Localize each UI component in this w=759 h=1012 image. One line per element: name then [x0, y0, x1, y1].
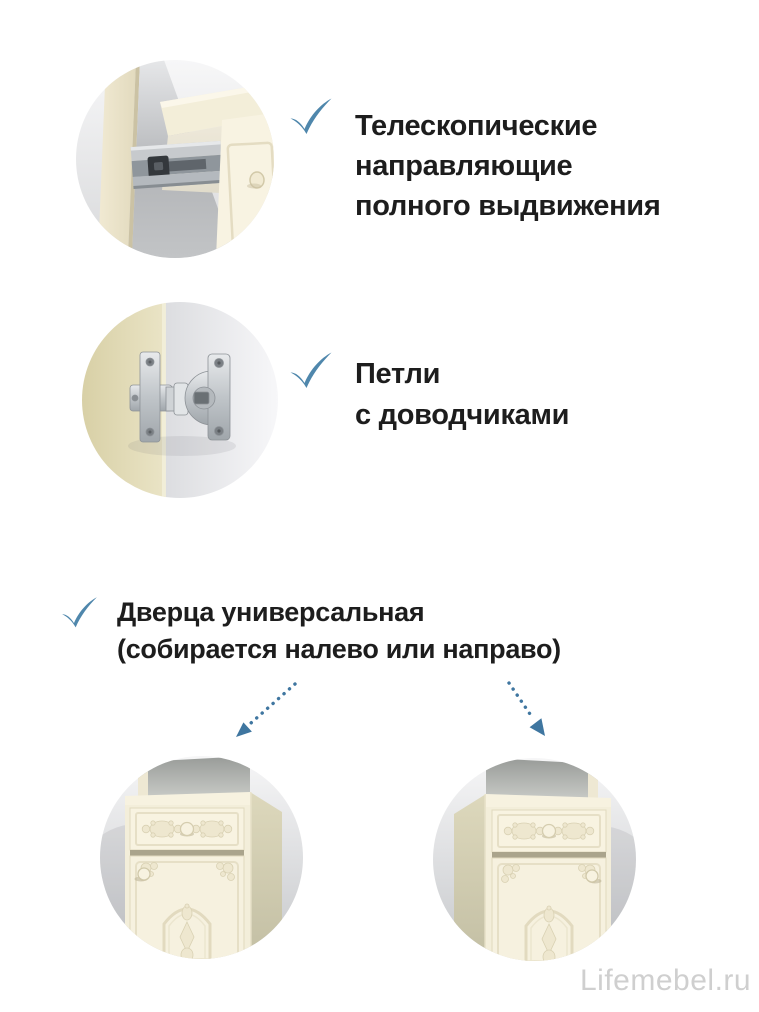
drawer-knob	[541, 823, 557, 839]
hinge-illustration	[82, 302, 278, 498]
telescopic-rail	[130, 140, 224, 190]
check-icon	[288, 97, 334, 134]
cabinet-door-left-variant-photo	[100, 756, 303, 959]
feature-slides-line-2: направляющие	[355, 150, 573, 182]
door-center-ornament	[179, 903, 195, 959]
check-icon	[288, 351, 334, 388]
feature-hinges-label: Петли с доводчиками	[355, 354, 569, 436]
feature-slides-line-1: Телескопические	[355, 110, 598, 142]
hinge-hardware	[129, 351, 231, 443]
door-knob	[585, 869, 599, 883]
drawer-knob	[179, 821, 195, 837]
feature-door-line-2: (собирается налево или направо)	[117, 634, 561, 664]
feature-hinges-line-2: с доводчиками	[355, 399, 570, 431]
soft-close-hinge-photo	[82, 302, 278, 498]
dotted-arrow-down-right-icon	[498, 676, 558, 742]
feature-slides-label: Телескопические направляющие полного выд…	[355, 106, 661, 226]
cabinet-illustration	[100, 756, 303, 959]
cabinet-door-right-variant-photo	[433, 758, 636, 961]
feature-hinges-line-1: Петли	[355, 358, 441, 390]
check-icon	[60, 596, 99, 628]
drawer-slide-illustration	[76, 60, 274, 258]
feature-slides-line-3: полного выдвижения	[355, 190, 661, 222]
feature-door-label: Дверца универсальная (собирается налево …	[117, 594, 561, 668]
drawer-telescopic-slide-photo	[76, 60, 274, 258]
watermark: Lifemebel.ru	[580, 964, 752, 997]
door-knob	[137, 867, 151, 881]
dotted-arrow-down-left-icon	[225, 676, 310, 742]
cabinet-illustration-mirrored	[433, 758, 636, 961]
feature-door-line-1: Дверца универсальная	[117, 597, 425, 627]
